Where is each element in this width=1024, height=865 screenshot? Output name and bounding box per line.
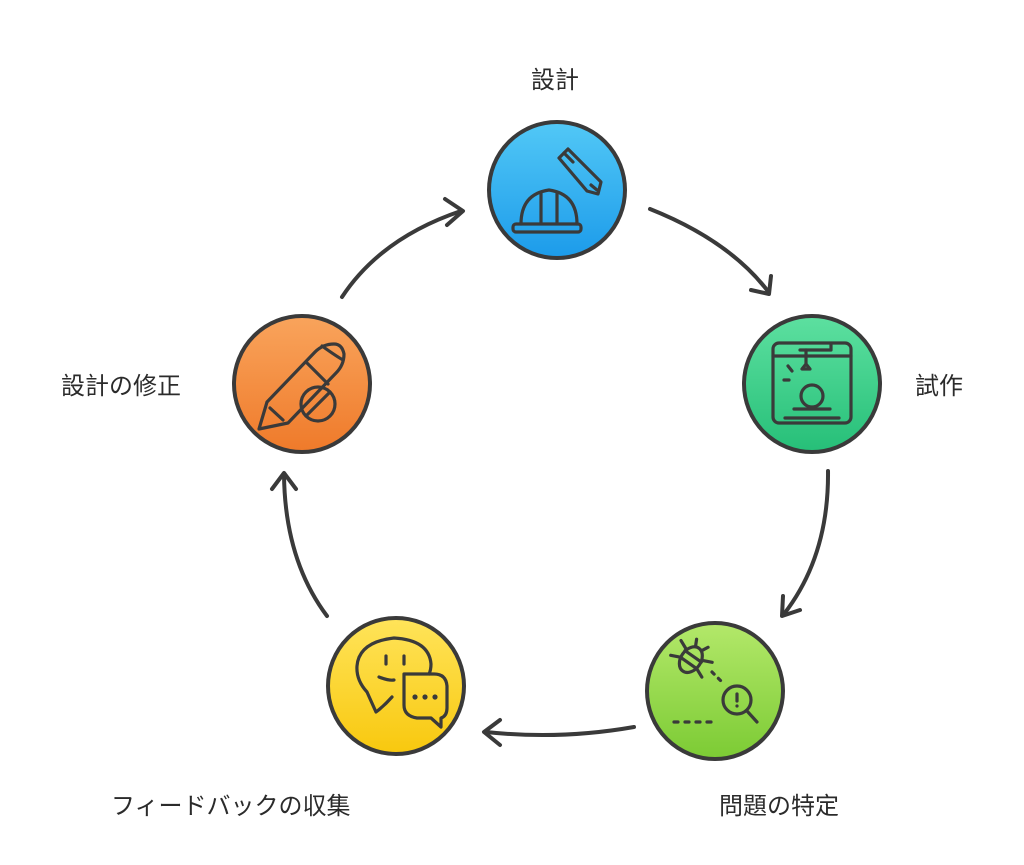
pencil-ban-icon bbox=[257, 342, 346, 431]
arrow-prototype-to-identify bbox=[780, 469, 831, 618]
node-feedback bbox=[326, 616, 466, 756]
step-label-identify: 問題の特定 bbox=[719, 792, 839, 820]
node-design bbox=[487, 120, 627, 260]
node-revise bbox=[232, 314, 372, 454]
arrow-feedback-to-revise bbox=[270, 471, 329, 618]
node-design-circle bbox=[487, 120, 627, 260]
pencil-hardhat-icon bbox=[511, 147, 603, 234]
arrow-design-to-prototype bbox=[648, 207, 773, 296]
arrow-revise-to-design bbox=[340, 197, 465, 299]
3d-printer-icon bbox=[771, 341, 853, 425]
step-label-prototype: 試作 bbox=[915, 372, 963, 400]
step-label-revise: 設計の修正 bbox=[61, 372, 181, 400]
arrow-identify-to-feedback bbox=[482, 718, 636, 747]
step-label-feedback: フィードバックの収集 bbox=[111, 792, 351, 820]
node-identify bbox=[645, 621, 785, 761]
node-revise-circle bbox=[232, 314, 372, 454]
step-label-design: 設計 bbox=[531, 66, 579, 94]
bug-magnifier-icon bbox=[669, 637, 759, 724]
node-identify-circle bbox=[645, 621, 785, 761]
chat-bubbles-icon bbox=[355, 636, 449, 729]
node-prototype bbox=[742, 314, 882, 454]
